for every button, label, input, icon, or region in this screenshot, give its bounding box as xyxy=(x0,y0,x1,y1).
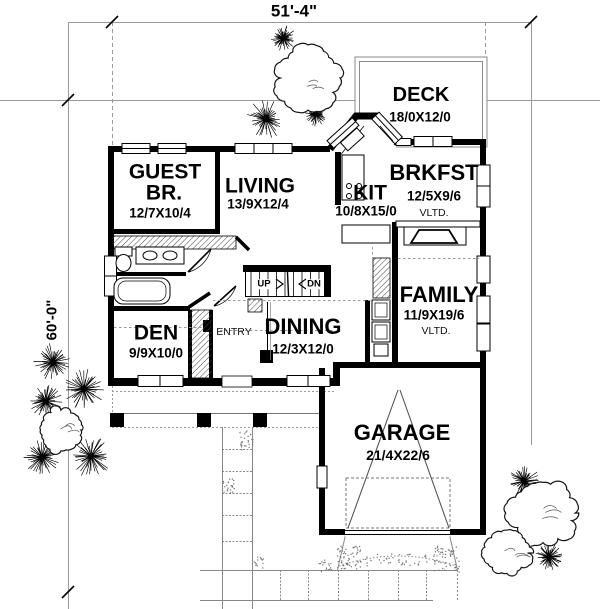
kitchen-label: KIT xyxy=(353,181,387,205)
kitchen-fixtures xyxy=(337,125,394,244)
porch xyxy=(110,386,335,428)
windows xyxy=(104,111,491,388)
kitchen-dims: 10/8X15/0 xyxy=(335,203,397,219)
stairs-up-label: UP xyxy=(256,278,272,290)
bath-fixtures xyxy=(113,246,237,307)
fireplace xyxy=(395,220,481,246)
breakfast-note: VLTD. xyxy=(419,206,449,219)
guest-label-line2: BR. xyxy=(145,181,183,205)
dining-label: DINING xyxy=(264,314,342,339)
walkway xyxy=(222,427,253,609)
family-dims: 11/9X19/6 xyxy=(403,307,465,323)
stairs xyxy=(245,271,331,297)
hatched-closets xyxy=(111,235,391,379)
overall-height-dimension: 60'-0" xyxy=(43,299,61,341)
overall-width-dimension: 51'-4" xyxy=(270,1,318,21)
living-dims: 13/9X12/4 xyxy=(227,196,289,212)
family-label: FAMILY xyxy=(399,282,479,307)
gravel-speckles xyxy=(222,430,460,573)
breakfast-label: BRKFST xyxy=(389,160,479,185)
deck-outline xyxy=(354,56,488,148)
front-sidewalk xyxy=(200,570,433,601)
angled-wall-bits xyxy=(188,235,251,309)
breakfast-dims: 12/5X9/6 xyxy=(406,188,462,204)
deck-dims: 18/0X12/0 xyxy=(389,109,451,125)
garage-door xyxy=(316,389,451,537)
den-dims: 9/9X10/0 xyxy=(128,345,184,361)
entry-label: ENTRY xyxy=(216,325,252,338)
dimension-ticks xyxy=(61,15,538,599)
utility-fixtures xyxy=(371,299,391,357)
family-note: VLTD. xyxy=(421,324,451,337)
dining-dims: 12/3X12/0 xyxy=(272,341,334,357)
driveway xyxy=(337,534,458,600)
garage-dims: 21/4X22/6 xyxy=(366,447,430,463)
entry-pillar xyxy=(267,302,271,360)
garage-label: GARAGE xyxy=(353,420,451,445)
living-label: LIVING xyxy=(224,174,296,198)
deck-label: DECK xyxy=(392,84,450,106)
break-lines xyxy=(114,247,479,331)
trees-and-bushes xyxy=(23,25,580,577)
guest-label-line1: GUEST xyxy=(128,160,202,184)
den-label: DEN xyxy=(133,321,179,345)
guest-dims: 12/7X10/4 xyxy=(129,205,191,221)
stairs-down-label: DN xyxy=(306,278,322,290)
